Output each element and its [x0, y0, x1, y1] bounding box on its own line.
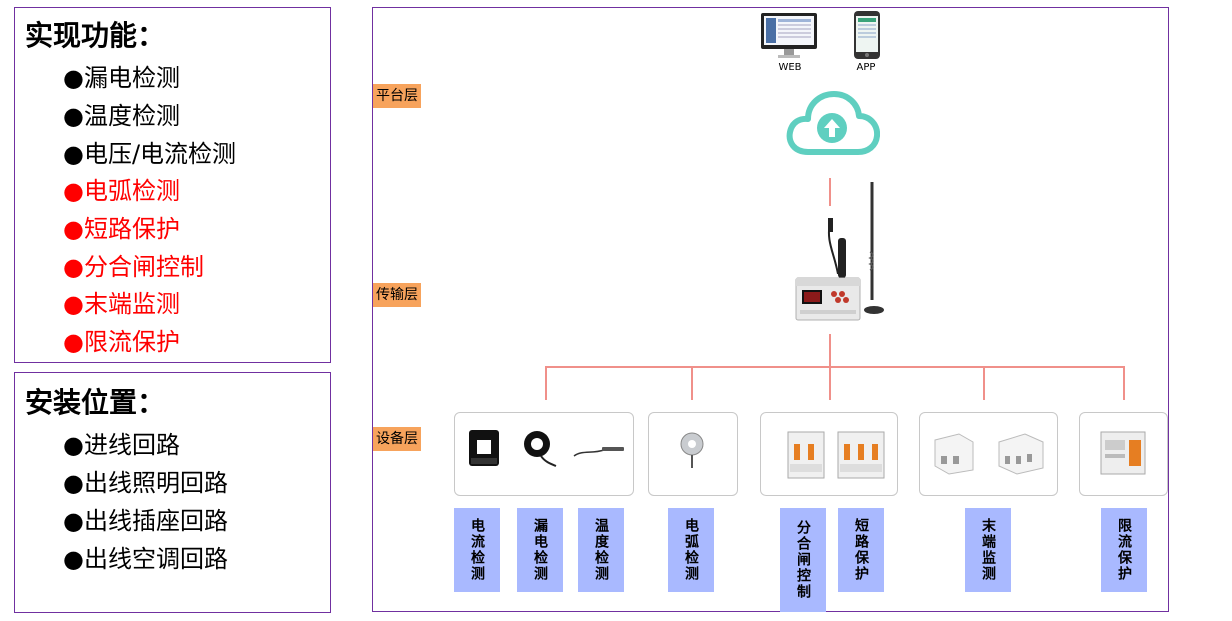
monitor-icon — [761, 13, 817, 58]
positions-title: 安装位置： — [25, 386, 166, 419]
functions-title: 实现功能： — [25, 19, 166, 52]
position-item: ●出线插座回路 — [63, 507, 228, 535]
device-label-limiter: 限流保护 — [1101, 508, 1147, 592]
connector-line — [1123, 366, 1125, 400]
device-label-short-circuit: 短路保护 — [838, 508, 884, 592]
connector-line — [829, 178, 831, 206]
device-label-current: 电流检测 — [454, 508, 500, 592]
terminal-monitor-3p-icon — [998, 433, 1044, 475]
connector-line — [829, 334, 831, 367]
layer-tag-transport: 传输层 — [373, 283, 421, 307]
function-item: ●电压/电流检测 — [63, 140, 237, 168]
architecture-diagram — [372, 7, 1169, 612]
temperature-probe-icon — [573, 447, 624, 457]
position-item: ●进线回路 — [63, 431, 180, 459]
device-label-leakage: 漏电检测 — [517, 508, 563, 592]
current-limiter-icon — [1100, 431, 1146, 475]
function-item: ●限流保护 — [63, 328, 180, 356]
device-label-arc: 电弧检测 — [668, 508, 714, 592]
connector-bus — [545, 366, 1125, 368]
terminal-monitor-icon — [934, 433, 974, 475]
function-item: ●末端监测 — [63, 290, 180, 318]
install-positions-panel: 安装位置： ●进线回路 ●出线照明回路 ●出线插座回路 ●出线空调回路 — [14, 372, 331, 613]
short-circuit-protector-icon — [837, 431, 885, 479]
layer-tag-device: 设备层 — [373, 427, 421, 451]
functions-panel: 实现功能： ●漏电检测 ●温度检测 ●电压/电流检测 ●电弧检测 ●短路保护 ●… — [14, 7, 331, 363]
device-label-terminal: 末端监测 — [965, 508, 1011, 592]
layer-tag-platform: 平台层 — [373, 84, 421, 108]
function-item: ●温度检测 — [63, 102, 180, 130]
function-item: ●漏电检测 — [63, 64, 180, 92]
connector-line — [545, 366, 547, 400]
web-label: WEB — [778, 62, 802, 73]
connector-line — [829, 366, 831, 400]
device-label-temperature: 温度检测 — [578, 508, 624, 592]
connector-line — [691, 366, 693, 400]
app-label: APP — [856, 62, 876, 73]
cloud-upload-icon — [786, 91, 880, 155]
arc-detector-icon — [680, 432, 704, 468]
position-item: ●出线照明回路 — [63, 469, 228, 497]
device-label-switch-control: 分合闸控制 — [780, 508, 826, 612]
gateway-device-icon — [795, 182, 884, 321]
position-item: ●出线空调回路 — [63, 545, 228, 573]
phone-icon — [854, 11, 880, 59]
function-item: ●短路保护 — [63, 215, 180, 243]
function-item: ●分合闸控制 — [63, 253, 204, 281]
current-transformer-icon — [469, 430, 499, 466]
connector-line — [983, 366, 985, 400]
function-item: ●电弧检测 — [63, 177, 180, 205]
breaker-switch-icon — [787, 431, 825, 479]
leakage-sensor-icon — [524, 431, 557, 467]
